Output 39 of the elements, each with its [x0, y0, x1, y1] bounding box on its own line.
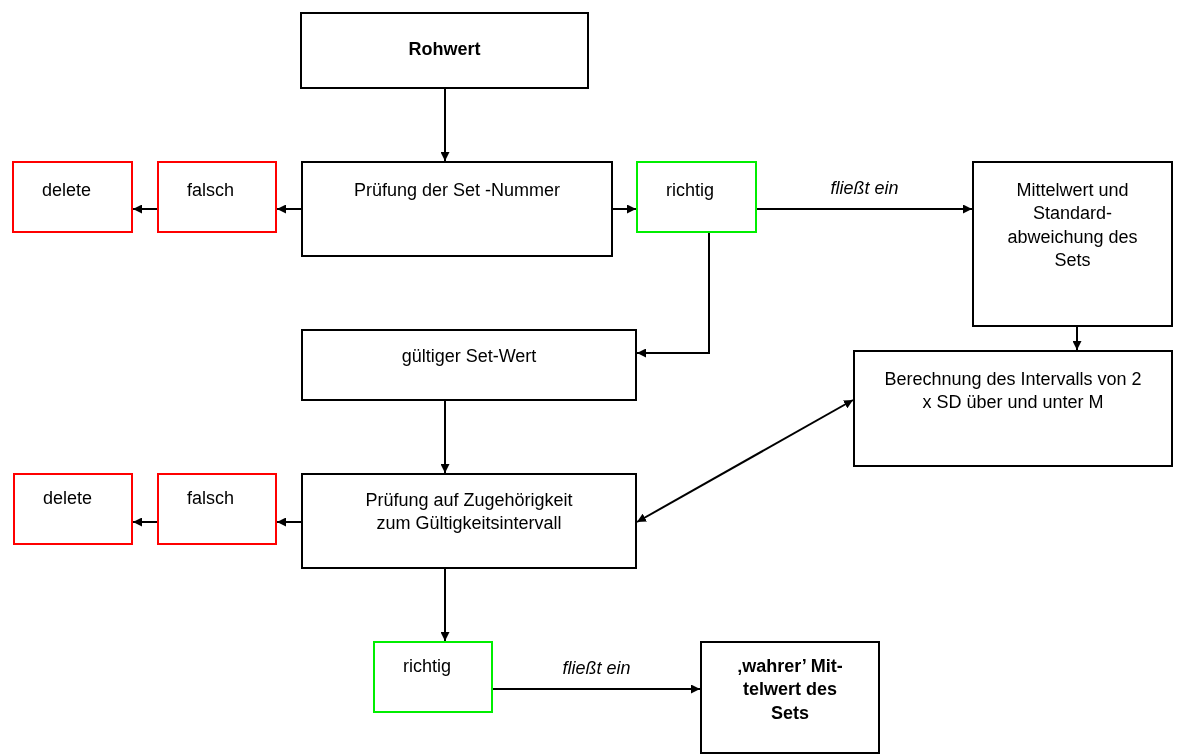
box-text: Berechnung des Intervalls von 2 x SD über und unter M	[883, 368, 1143, 415]
box-text: falsch	[187, 179, 236, 202]
arrow	[636, 399, 854, 523]
arrow	[440, 568, 450, 642]
box-text: gültiger Set-Wert	[400, 345, 538, 368]
accept-box	[373, 641, 493, 713]
box-text: richtig	[403, 655, 452, 678]
start-box	[300, 12, 589, 89]
process-box	[972, 161, 1173, 327]
arrow	[492, 684, 701, 694]
arrow	[132, 517, 158, 527]
accept-box	[636, 161, 757, 233]
box-text: delete	[42, 179, 93, 202]
arrow	[1072, 326, 1082, 351]
box-text: ‚wahrer’ Mit-telwert des Sets	[736, 655, 844, 725]
box-text: Mittelwert und Standard-abweichung des Sets	[1006, 179, 1139, 273]
arrow	[440, 400, 450, 474]
process-box	[853, 350, 1173, 467]
arrow	[612, 204, 637, 214]
arrow	[276, 517, 302, 527]
delete-box	[13, 473, 133, 545]
process-box	[301, 161, 613, 257]
box-text: Prüfung der Set -Nummer	[352, 179, 562, 202]
box-text: falsch	[187, 487, 236, 510]
reject-box	[157, 473, 277, 545]
arrow	[756, 204, 973, 214]
box-text: Prüfung auf Zugehörigkeit zum Gültigkeitsintervall	[364, 489, 574, 536]
box-text: richtig	[666, 179, 715, 202]
process-box	[301, 473, 637, 569]
arrow	[636, 232, 710, 358]
result-box	[700, 641, 880, 754]
process-box	[301, 329, 637, 401]
reject-box	[157, 161, 277, 233]
arrow	[132, 204, 158, 214]
box-text: delete	[43, 487, 94, 510]
box-text: Rohwert	[407, 38, 482, 61]
arrow	[276, 204, 302, 214]
arrow	[440, 88, 450, 162]
delete-box	[12, 161, 133, 233]
